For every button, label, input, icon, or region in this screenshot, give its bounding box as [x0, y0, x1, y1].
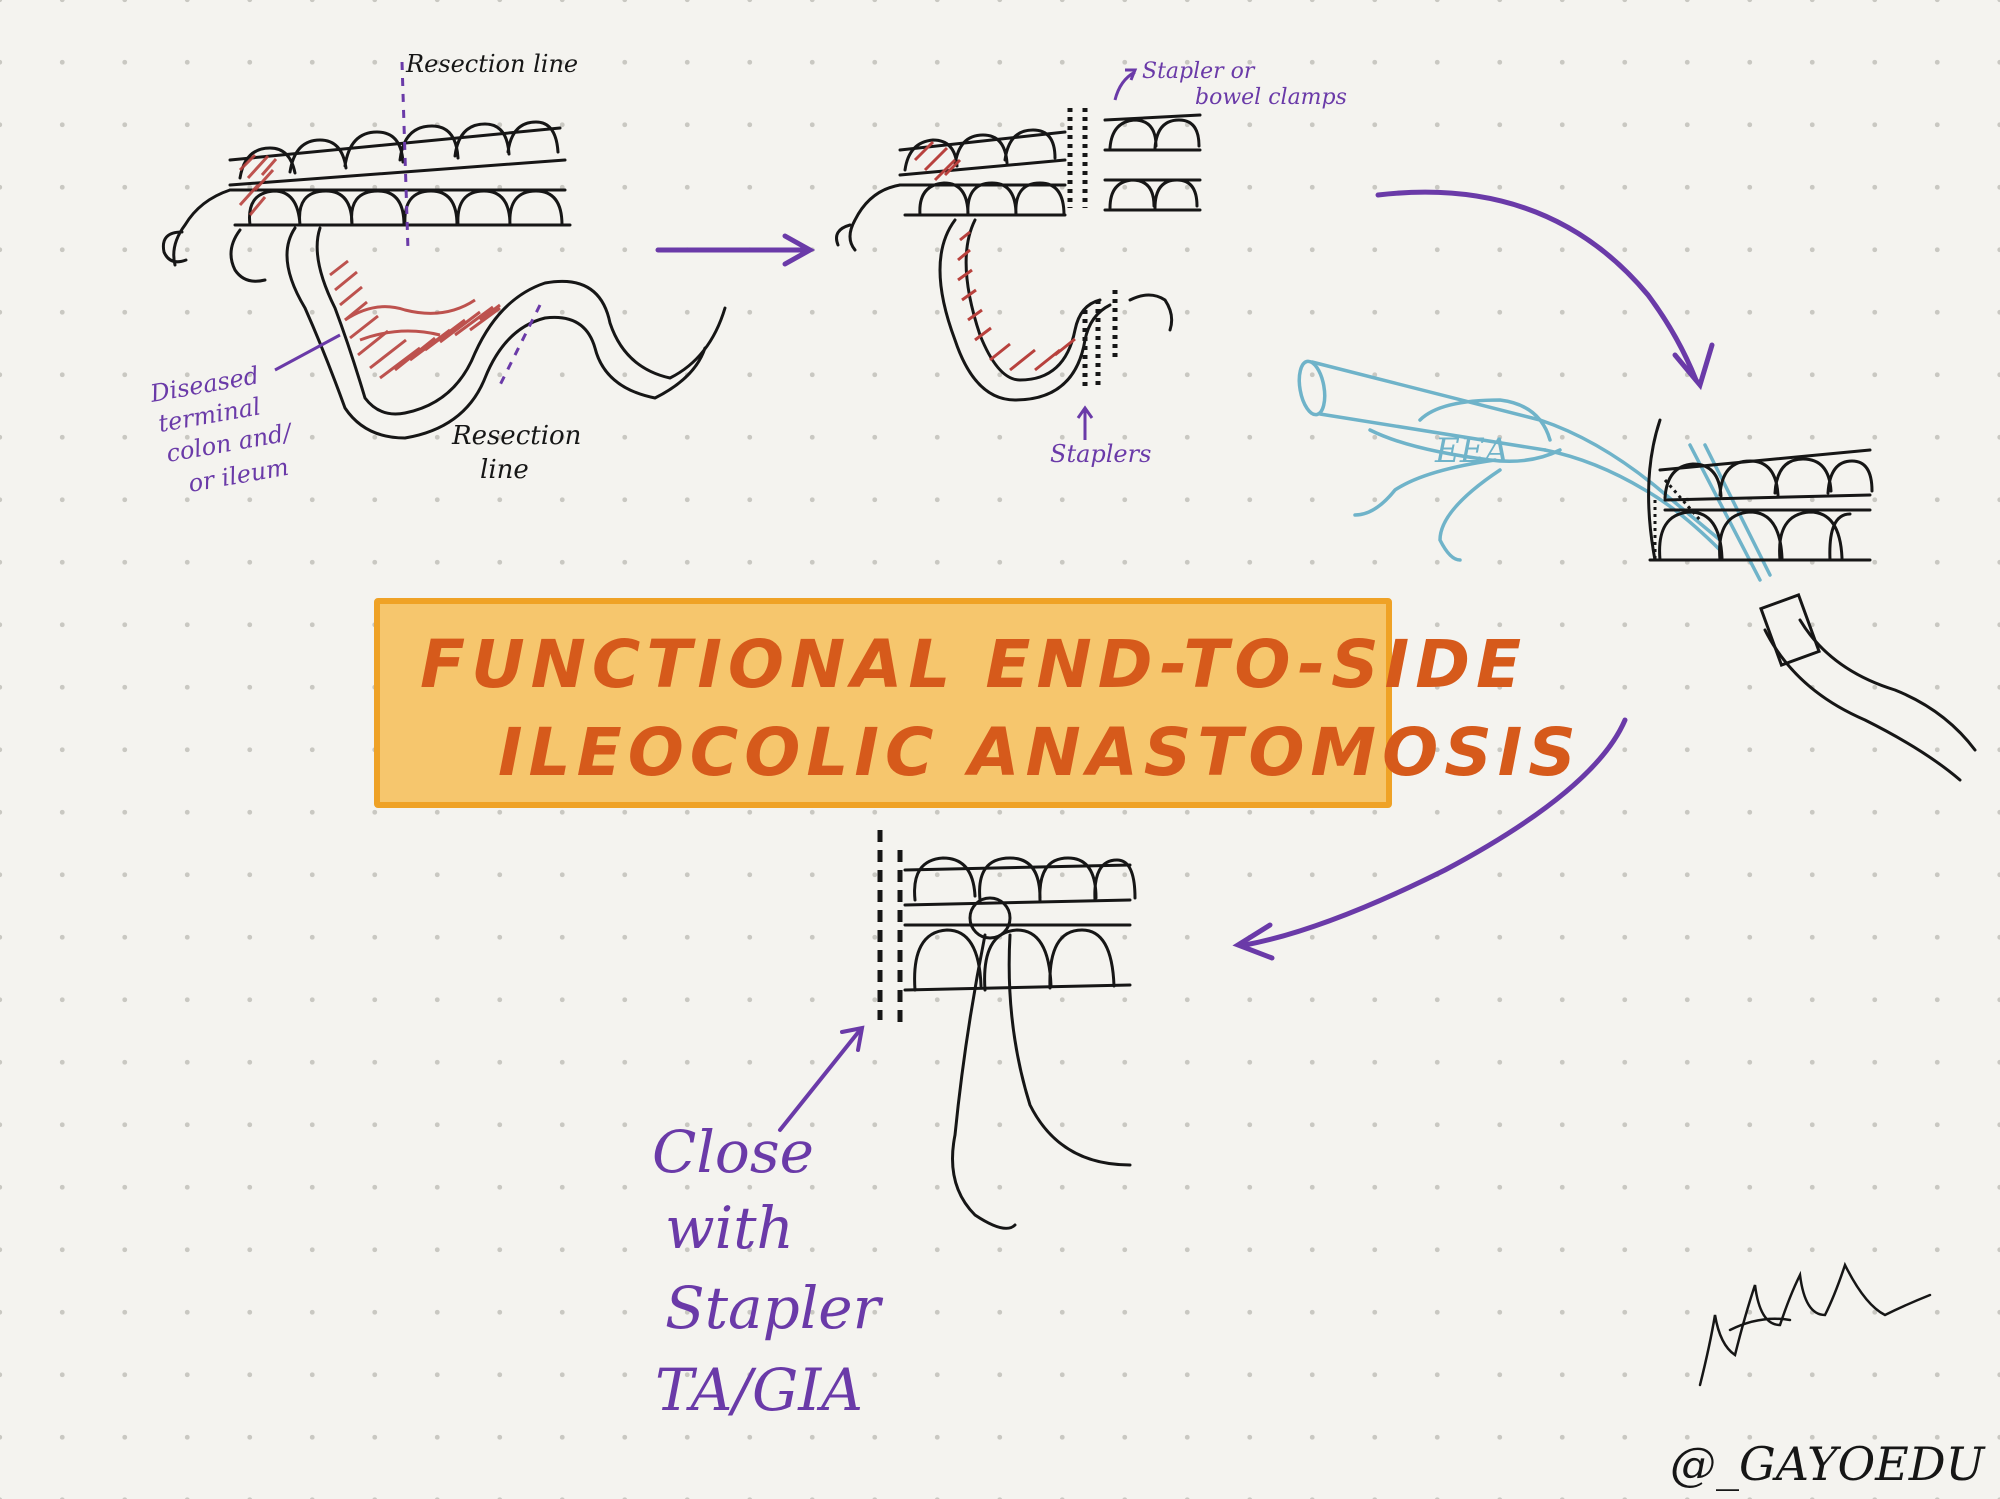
panel-3-staple-ring [1653, 479, 1702, 560]
eea-label: EEA [1434, 431, 1509, 471]
stapler-clamps-label-1: Stapler or [1142, 59, 1256, 84]
panel-2-pointers [1076, 68, 1138, 440]
diseased-segment [238, 153, 501, 380]
close-label-3: Stapler [665, 1274, 884, 1342]
resection-label-bottom-1: Resection [451, 421, 581, 451]
panel-4-staple-lines [877, 830, 903, 1030]
close-label-2: with [665, 1194, 794, 1262]
title-line-1: FUNCTIONAL END-TO-SIDE [420, 626, 1528, 703]
arrow-step-3-to-4 [1232, 717, 1628, 961]
panel-2-resected-bowel [835, 113, 1202, 402]
resection-label-top: Resection line [405, 50, 578, 78]
staplers-label: Staplers [1050, 440, 1151, 468]
arrow-step-1-to-2 [655, 233, 816, 267]
resection-label-bottom-2: line [480, 455, 529, 485]
arrow-step-2-to-3 [1375, 189, 1715, 391]
close-label-1: Close [652, 1118, 814, 1186]
credit-handle: @_GAYOEDU [1670, 1437, 1987, 1491]
title-line-2: ILEOCOLIC ANASTOMOSIS [498, 714, 1582, 791]
title-banner: FUNCTIONAL END-TO-SIDE ILEOCOLIC ANASTOM… [374, 598, 1576, 808]
stapler-clamps-label-2: bowel clamps [1195, 85, 1347, 110]
panel-3-eea-stapler [1297, 359, 1772, 582]
panel-4-closed-bowel [903, 856, 1137, 1230]
panel-2-diseased-hatch [913, 140, 1076, 372]
panel-1-diseased-bowel [161, 120, 727, 440]
panel-4-pointer [778, 1025, 865, 1132]
close-label-4: TA/GIA [655, 1356, 863, 1424]
signature [1698, 1261, 1932, 1387]
diseased-pointer [274, 333, 341, 372]
panel-2-staple-lines [1067, 108, 1118, 390]
panel-3-bowel [1647, 418, 1977, 782]
